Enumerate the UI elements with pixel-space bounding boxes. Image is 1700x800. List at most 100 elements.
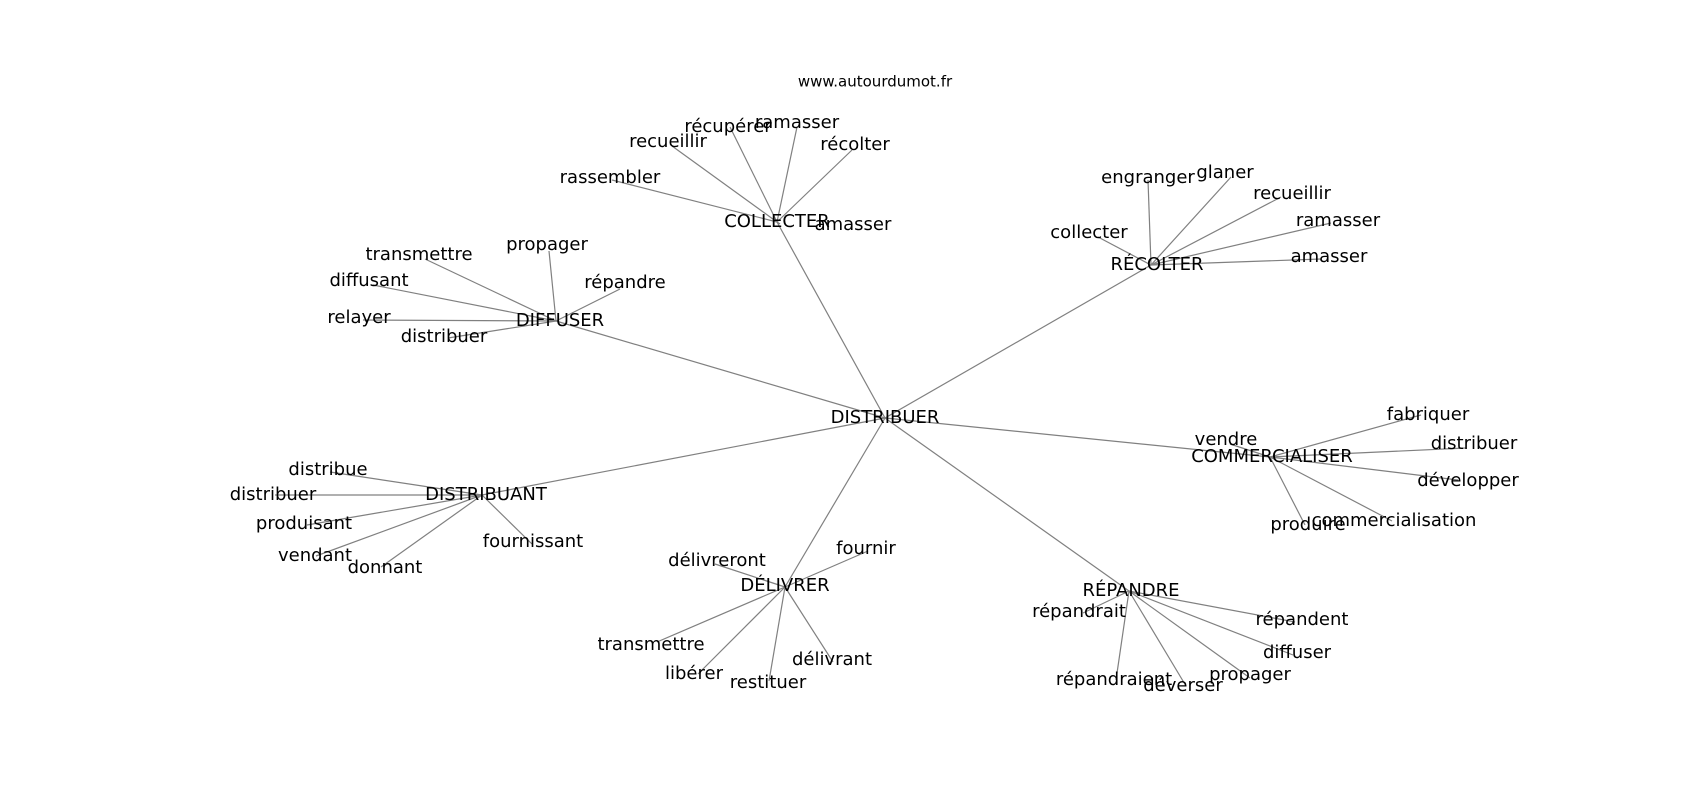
leaf-label: vendant: [278, 545, 352, 566]
leaf-label: transmettre: [365, 244, 472, 265]
graph-edge: [1115, 590, 1130, 681]
graph-edge: [714, 563, 786, 588]
graph-edge: [784, 586, 834, 663]
leaf-label: fabriquer: [1387, 404, 1470, 425]
graph-edge: [1147, 179, 1152, 266]
graph-edge: [362, 319, 557, 322]
hub-label-repandre: RÉPANDRE: [1082, 579, 1179, 601]
leaf-label: déverser: [1143, 675, 1223, 696]
leaf-label: répandent: [1256, 609, 1349, 630]
graph-edge: [1128, 590, 1296, 623]
hub-label-recolter: RÉCOLTER: [1110, 253, 1203, 275]
graph-edge: [555, 288, 621, 322]
leaf-label: distribuer: [230, 484, 317, 505]
graph-edge: [1269, 456, 1306, 526]
leaf-label: délivrant: [792, 649, 872, 670]
graph-edge: [1150, 258, 1322, 266]
hub-label-commercialiser: COMMERCIALISER: [1191, 446, 1353, 467]
graph-edge: [1269, 456, 1393, 522]
graph-edge: [555, 320, 886, 419]
graph-edge: [697, 586, 786, 675]
hub-label-collecter: COLLECTER: [724, 211, 830, 232]
leaf-label: donnant: [348, 557, 423, 578]
graph-edge: [481, 417, 886, 496]
graph-edge: [671, 145, 778, 223]
graph-edge: [1128, 590, 1187, 687]
graph-edge: [776, 221, 886, 419]
graph-edge: [884, 417, 1130, 592]
leaf-label: distribuer: [1431, 433, 1518, 454]
graph-edge: [776, 221, 781, 225]
leaf-label: distribuer: [401, 326, 488, 347]
leaf-label: rassembler: [560, 167, 661, 188]
leaf-label: propager: [506, 234, 588, 255]
leaf-label: répandre: [584, 272, 665, 293]
graph-edge: [884, 264, 1152, 419]
leaf-label: délivreront: [668, 550, 766, 571]
leaf-label: vendre: [1195, 429, 1258, 450]
graph-edge: [1269, 447, 1467, 458]
leaf-label: engranger: [1101, 167, 1195, 188]
leaf-label: fournissant: [483, 531, 584, 552]
graph-edge: [776, 126, 798, 223]
leaf-label: ramasser: [1296, 210, 1381, 231]
leaf-label: ramasser: [755, 112, 840, 133]
leaf-label: propager: [1209, 664, 1291, 685]
graph-edge: [1097, 236, 1152, 266]
leaf-label: commercialisation: [1312, 510, 1477, 531]
leaf-label: libérer: [665, 663, 724, 684]
hub-label-distribuant: DISTRIBUANT: [425, 484, 548, 505]
graph-edge: [380, 494, 483, 568]
graph-edge: [656, 586, 786, 643]
leaf-label: répandrait: [1032, 601, 1126, 622]
center-node-label: DISTRIBUER: [831, 407, 940, 428]
graph-edge: [1269, 456, 1459, 481]
graph-edges: [275, 126, 1467, 687]
leaf-label: distribue: [288, 459, 367, 480]
graph-edge: [372, 284, 557, 322]
leaf-label: amasser: [1291, 246, 1368, 267]
source-watermark: www.autourdumot.fr: [798, 73, 953, 91]
leaf-label: diffusant: [329, 270, 408, 291]
leaf-label: développer: [1417, 470, 1519, 491]
graph-edge: [776, 149, 853, 223]
leaf-label: glaner: [1196, 162, 1254, 183]
leaf-label: transmettre: [597, 634, 704, 655]
graph-edge: [1150, 176, 1232, 266]
leaf-label: récupérer: [684, 116, 772, 137]
hub-label-diffuser: DIFFUSER: [516, 310, 604, 331]
graph-edge: [306, 494, 483, 526]
graph-edge: [768, 586, 786, 682]
graph-edge: [329, 471, 483, 496]
leaf-label: fournir: [836, 538, 896, 559]
leaf-label: restituer: [730, 672, 807, 693]
graph-edge: [424, 258, 557, 322]
graph-edge: [1150, 222, 1332, 266]
hub-label-delivrer: DÉLIVRER: [740, 574, 829, 596]
leaf-label: collecter: [1050, 222, 1128, 243]
graph-edge: [1128, 590, 1294, 656]
graph-labels: www.autourdumot.fr DISTRIBUER COLLECTER …: [230, 73, 1520, 697]
graph-edge: [548, 250, 557, 322]
graph-edge: [784, 550, 869, 588]
graph-edge: [884, 417, 1271, 458]
graph-edge: [1269, 414, 1422, 458]
graph-edge: [611, 179, 778, 223]
leaf-label: amasser: [815, 214, 892, 235]
leaf-label: relayer: [327, 307, 391, 328]
leaf-label: produisant: [256, 513, 352, 534]
graph-edge: [1082, 590, 1130, 614]
leaf-label: répandraient: [1056, 669, 1172, 690]
graph-edge: [315, 494, 483, 557]
graph-edge: [1150, 196, 1282, 266]
graph-edge: [1128, 590, 1251, 679]
graph-edge: [481, 494, 533, 545]
leaf-label: recueillir: [1253, 183, 1331, 204]
graph-edge: [729, 126, 778, 223]
leaf-label: diffuser: [1263, 642, 1332, 663]
leaf-label: récolter: [820, 134, 890, 155]
graph-edge: [447, 320, 557, 339]
leaf-label: recueillir: [629, 131, 707, 152]
graph-edge: [784, 417, 886, 588]
